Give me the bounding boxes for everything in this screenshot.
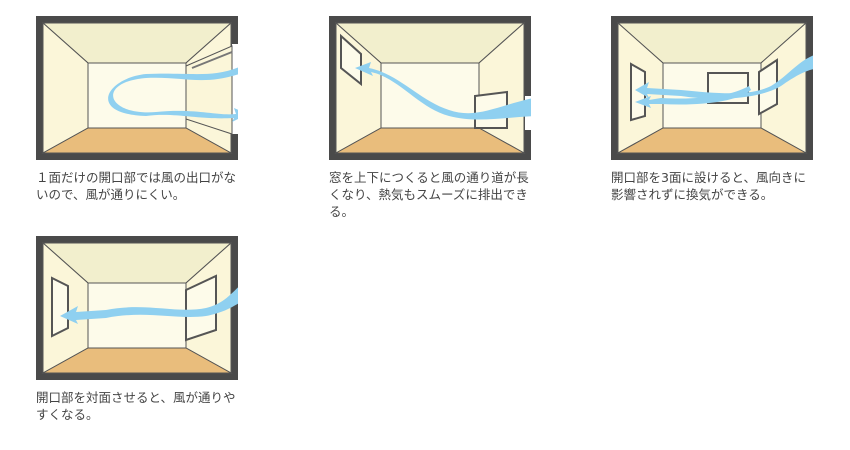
window-icon [185,274,217,342]
airflow-arrow-icon [108,67,238,122]
room-illustration-single-opening [36,16,238,160]
room-illustration-vertical-openings [329,16,531,160]
caption: 開口部を対面させると、風が通りやすくなる。 [36,390,236,422]
room-illustration-three-openings [611,16,813,160]
window-icon [630,62,646,122]
airflow-arrow-icon [355,62,531,120]
panel-opposite-openings: 開口部を対面させると、風が通りやすくなる。 [36,236,276,423]
caption: １面だけの開口部では風の出口がないので、風が通りにくい。 [36,170,237,202]
caption: 窓を上下につくると風の通り道が長くなり、熱気もスムーズに排出できる。 [329,170,529,219]
airflow-arrow-icon [60,287,238,324]
panel-vertical-openings: 窓を上下につくると風の通り道が長くなり、熱気もスムーズに排出できる。 [329,16,569,220]
window-icon [191,51,233,69]
room-illustration-opposite-openings [36,236,238,380]
panel-single-opening: １面だけの開口部では風の出口がないので、風が通りにくい。 [36,16,276,203]
window-icon [340,33,362,87]
window-icon [51,276,69,338]
panel-three-openings: 開口部を3面に設けると、風向きに影響されずに換気ができる。 [611,16,850,203]
airflow-arrow-icon [635,86,751,108]
airflow-arrow-icon [635,55,813,99]
window-icon [758,58,778,116]
caption: 開口部を3面に設けると、風向きに影響されずに換気ができる。 [611,170,806,202]
